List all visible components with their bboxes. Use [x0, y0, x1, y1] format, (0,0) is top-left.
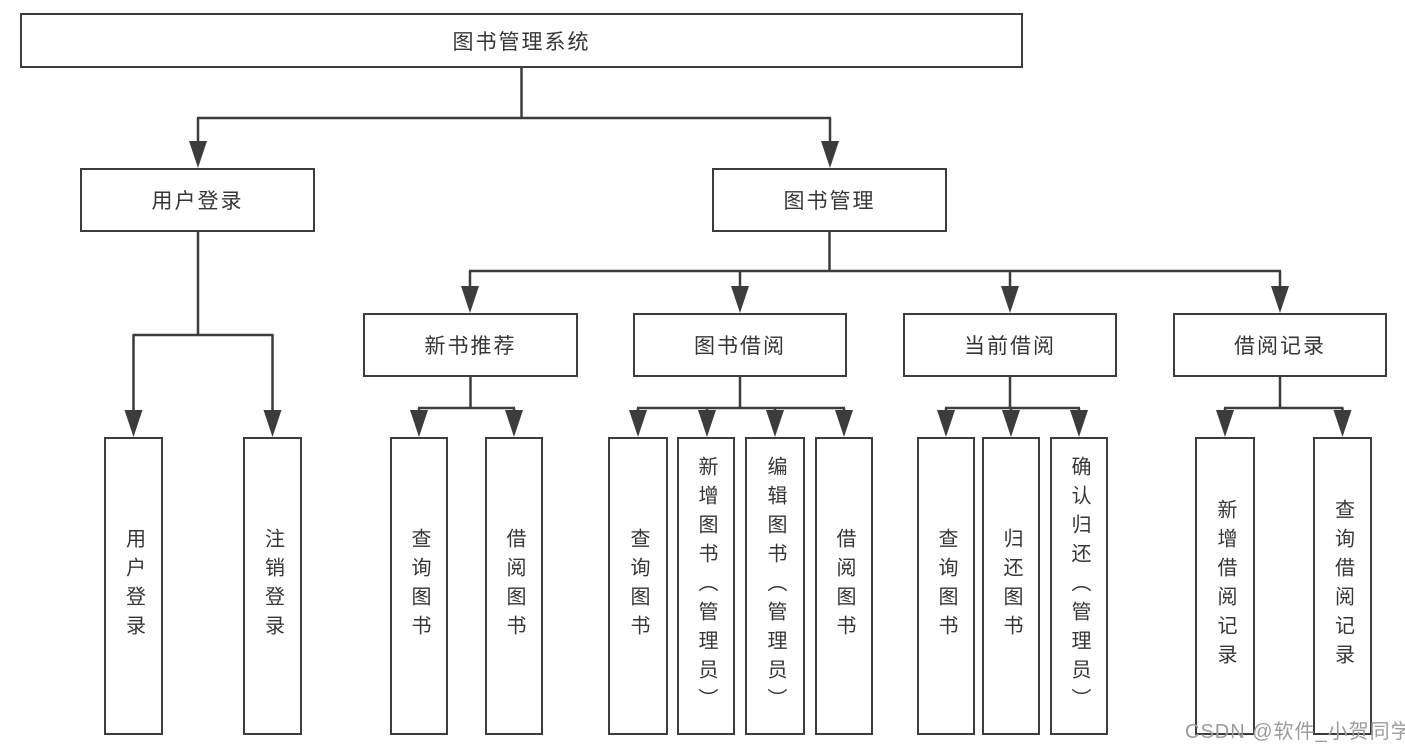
- leaf-add-borrow-record: 新增借阅记录: [1195, 437, 1255, 735]
- leaf-query-book: 查询图书: [608, 437, 668, 735]
- leaf-query-borrow-record: 查询借阅记录: [1313, 437, 1372, 735]
- node-label: 图书借阅: [694, 335, 786, 358]
- leaf-borrow-book: 借阅图书: [815, 437, 873, 735]
- node-label: 借阅图书: [833, 528, 855, 644]
- node-label: 查询图书: [408, 528, 430, 644]
- node-new-book-recommend: 新书推荐: [363, 313, 578, 377]
- leaf-return-book: 归还图书: [982, 437, 1040, 735]
- node-label: 编辑图书（管理员）: [764, 455, 786, 717]
- node-label: 查询借阅记录: [1331, 499, 1354, 673]
- node-label: 借阅记录: [1234, 335, 1326, 358]
- node-label: 图书管理系统: [452, 30, 591, 54]
- node-label: 查询图书: [935, 528, 957, 644]
- node-label: 确认归还（管理员）: [1068, 455, 1090, 717]
- node-user-login: 用户登录: [80, 168, 315, 232]
- leaf-query-current: 查询图书: [917, 437, 975, 735]
- leaf-confirm-return-admin: 确认归还（管理员）: [1050, 437, 1108, 735]
- node-label: 借阅图书: [503, 528, 525, 644]
- node-label: 用户登录: [122, 528, 145, 644]
- leaf-borrow-book-recommend: 借阅图书: [485, 437, 543, 735]
- node-label: 新增图书（管理员）: [695, 455, 717, 717]
- leaf-user-login: 用户登录: [104, 437, 163, 735]
- node-label: 用户登录: [151, 190, 244, 213]
- node-label: 归还图书: [1000, 528, 1022, 644]
- leaf-edit-book-admin: 编辑图书（管理员）: [745, 437, 805, 735]
- leaf-add-book-admin: 新增图书（管理员）: [677, 437, 735, 735]
- csdn-watermark: CSDN @软件_小贺同学: [1185, 721, 1405, 743]
- leaf-logout: 注销登录: [243, 437, 302, 735]
- leaf-query-book-recommend: 查询图书: [390, 437, 448, 735]
- node-current-borrow: 当前借阅: [903, 313, 1117, 377]
- node-book-borrow: 图书借阅: [633, 313, 847, 377]
- node-label: 当前借阅: [964, 335, 1056, 358]
- node-borrow-record: 借阅记录: [1173, 313, 1387, 377]
- node-label: 新增借阅记录: [1214, 499, 1236, 673]
- node-label: 图书管理: [783, 190, 876, 213]
- node-book-management: 图书管理: [712, 168, 947, 232]
- node-system-root: 图书管理系统: [20, 13, 1023, 68]
- node-label: 新书推荐: [424, 335, 517, 358]
- node-label: 查询图书: [627, 528, 649, 644]
- node-label: 注销登录: [261, 528, 284, 644]
